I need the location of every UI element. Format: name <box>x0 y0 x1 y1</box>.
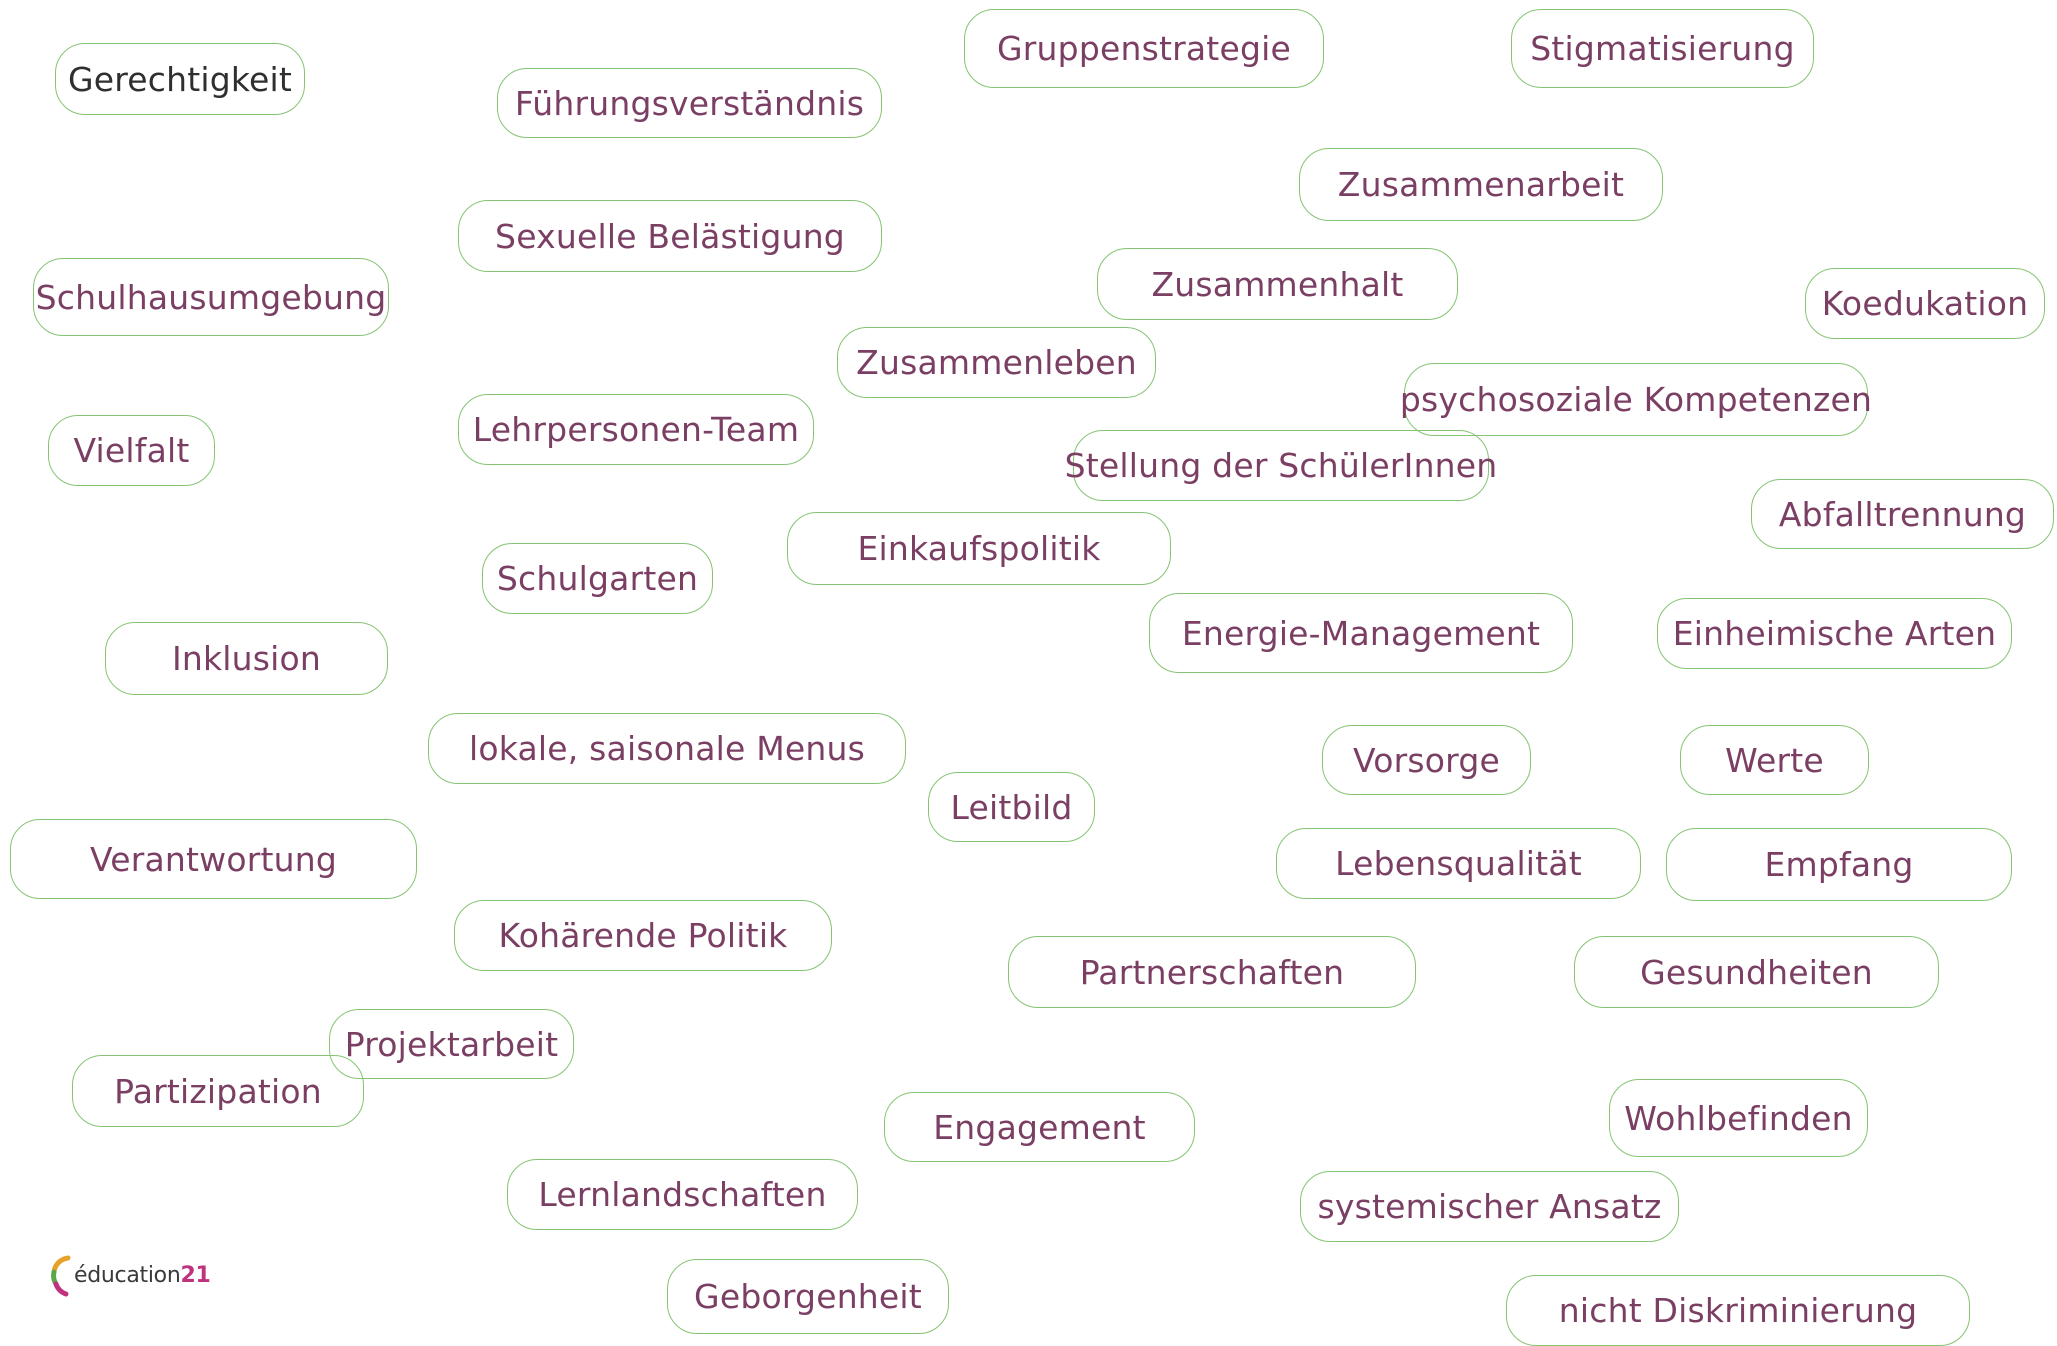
tag-zusammenarbeit[interactable]: Zusammenarbeit <box>1299 148 1663 221</box>
tag-verantwortung[interactable]: Verantwortung <box>10 819 417 899</box>
education21-logo-icon <box>51 1255 71 1297</box>
tag-projektarbeit[interactable]: Projektarbeit <box>329 1009 574 1079</box>
tag-gruppenstrategie[interactable]: Gruppenstrategie <box>964 9 1324 88</box>
tag-partizipation[interactable]: Partizipation <box>72 1055 364 1127</box>
tag-engagement[interactable]: Engagement <box>884 1092 1195 1162</box>
tag-systemischer-ansatz[interactable]: systemischer Ansatz <box>1300 1171 1679 1242</box>
tag-gerechtigkeit[interactable]: Gerechtigkeit <box>55 43 305 115</box>
tag-zusammenleben[interactable]: Zusammenleben <box>837 327 1156 398</box>
tag-lokale-saisonale-menus[interactable]: lokale, saisonale Menus <box>428 713 906 784</box>
tag-kohaerende-politik[interactable]: Kohärende Politik <box>454 900 832 971</box>
education21-logo-text: éducation21 <box>74 1262 211 1288</box>
tag-sexuelle-belaestigung[interactable]: Sexuelle Belästigung <box>458 200 882 272</box>
tag-abfalltrennung[interactable]: Abfalltrennung <box>1751 479 2054 549</box>
tag-lebensqualitaet[interactable]: Lebensqualität <box>1276 828 1641 899</box>
tag-partnerschaften[interactable]: Partnerschaften <box>1008 936 1416 1008</box>
tag-nicht-diskriminierung[interactable]: nicht Diskriminierung <box>1506 1275 1970 1346</box>
tag-geborgenheit[interactable]: Geborgenheit <box>667 1259 949 1334</box>
tag-stellung-der-schuelerinnen[interactable]: Stellung der SchülerInnen <box>1065 430 1497 501</box>
tag-schulhausumgebung[interactable]: Schulhausumgebung <box>33 258 389 336</box>
tag-lernlandschaften[interactable]: Lernlandschaften <box>507 1159 858 1230</box>
tag-psychosoziale-kompetenzen[interactable]: psychosoziale Kompetenzen <box>1400 363 1872 436</box>
tag-werte[interactable]: Werte <box>1680 725 1869 795</box>
tag-einkaufspolitik[interactable]: Einkaufspolitik <box>787 512 1171 585</box>
tag-vielfalt[interactable]: Vielfalt <box>48 415 215 486</box>
tag-energie-management[interactable]: Energie-Management <box>1149 593 1573 673</box>
tag-schulgarten[interactable]: Schulgarten <box>482 543 713 614</box>
tag-leitbild[interactable]: Leitbild <box>928 772 1095 842</box>
tag-inklusion[interactable]: Inklusion <box>105 622 388 695</box>
tag-lehrpersonen-team[interactable]: Lehrpersonen-Team <box>458 394 814 465</box>
tag-zusammenhalt[interactable]: Zusammenhalt <box>1097 248 1458 320</box>
tag-wohlbefinden[interactable]: Wohlbefinden <box>1609 1079 1868 1157</box>
tag-vorsorge[interactable]: Vorsorge <box>1322 725 1531 795</box>
tag-gesundheiten[interactable]: Gesundheiten <box>1574 936 1939 1008</box>
tag-koedukation[interactable]: Koedukation <box>1805 268 2045 339</box>
tag-einheimische-arten[interactable]: Einheimische Arten <box>1657 598 2012 669</box>
tag-empfang[interactable]: Empfang <box>1666 828 2012 901</box>
tag-fuehrungsverstaendnis[interactable]: Führungsverständnis <box>497 68 882 138</box>
tag-stigmatisierung[interactable]: Stigmatisierung <box>1511 9 1814 88</box>
education21-logo: éducation21 <box>50 1252 211 1298</box>
